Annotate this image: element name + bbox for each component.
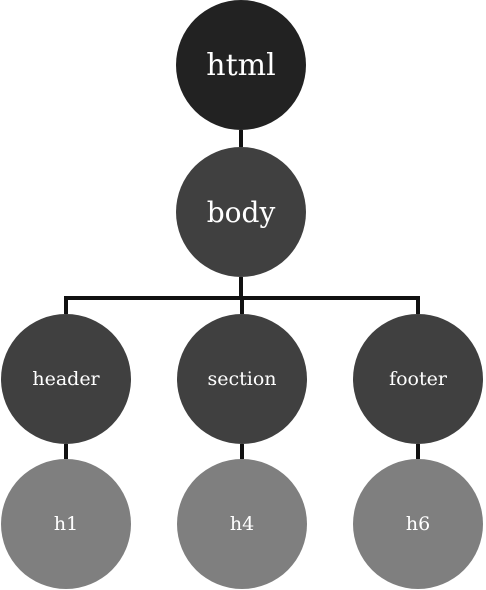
node-footer-label: footer	[389, 368, 447, 390]
node-header-label: header	[32, 368, 100, 390]
node-h4-label: h4	[229, 513, 255, 535]
node-header: header	[1, 314, 131, 444]
node-h1: h1	[1, 459, 131, 589]
node-h6-label: h6	[405, 513, 431, 535]
node-body: body	[176, 147, 306, 277]
node-body-label: body	[206, 195, 276, 229]
node-h1-label: h1	[53, 513, 79, 535]
node-section: section	[177, 314, 307, 444]
node-html: html	[176, 0, 306, 130]
node-html-label: html	[206, 47, 276, 83]
node-section-label: section	[207, 368, 277, 390]
node-footer: footer	[353, 314, 483, 444]
node-h6: h6	[353, 459, 483, 589]
node-h4: h4	[177, 459, 307, 589]
